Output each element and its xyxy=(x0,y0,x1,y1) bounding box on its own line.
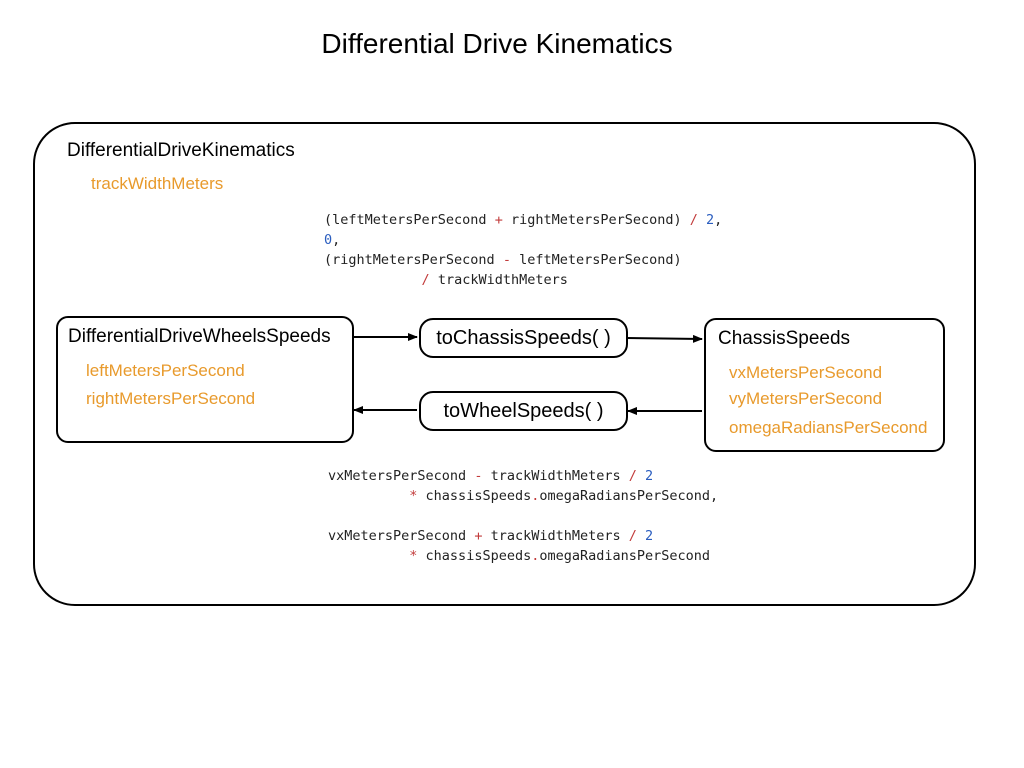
kinematics-container xyxy=(33,122,976,606)
formula-text: chassisSpeeds xyxy=(417,548,532,564)
operator: * xyxy=(409,488,418,504)
formula-text: chassisSpeeds xyxy=(417,488,532,504)
formula-indent xyxy=(328,488,409,504)
chassis-field-vy: vyMetersPerSecond xyxy=(729,389,883,408)
formula-text: vxMetersPerSecond xyxy=(328,468,475,484)
formula-text: (rightMetersPerSecond xyxy=(324,252,503,268)
number: 0 xyxy=(324,232,333,248)
formula-text: trackWidthMeters xyxy=(482,528,629,544)
container-class-name: DifferentialDriveKinematics xyxy=(67,140,295,161)
number: 2 xyxy=(697,212,715,228)
operator: / xyxy=(421,272,430,288)
formula-text: trackWidthMeters xyxy=(429,272,568,288)
wheel-field-left: leftMetersPerSecond xyxy=(86,361,245,380)
formula-text: omegaRadiansPerSecond, xyxy=(539,488,719,504)
formula-to-chassis: (leftMetersPerSecond + rightMetersPerSec… xyxy=(324,210,722,290)
operator: + xyxy=(494,212,503,228)
formula-text: vxMetersPerSecond xyxy=(328,528,475,544)
arrow-method-to-chassis xyxy=(625,334,703,343)
formula-text: leftMetersPerSecond) xyxy=(510,252,682,268)
operator: * xyxy=(409,548,418,564)
to-chassis-speeds-method: toChassisSpeeds( ) xyxy=(419,318,628,358)
chassis-field-vx: vxMetersPerSecond xyxy=(729,363,883,382)
number: 2 xyxy=(636,528,654,544)
wheel-field-right: rightMetersPerSecond xyxy=(86,389,256,408)
number: 2 xyxy=(636,468,654,484)
wheel-speeds-class-name: DifferentialDriveWheelsSpeeds xyxy=(68,326,331,347)
operator: . xyxy=(531,548,540,564)
formula-indent xyxy=(328,548,409,564)
operator: + xyxy=(474,528,483,544)
operator: . xyxy=(531,488,540,504)
formula-text: , xyxy=(714,212,723,228)
chassis-field-omega: omegaRadiansPerSecond xyxy=(729,418,928,437)
formula-text: , xyxy=(332,232,341,248)
diagram-title: Differential Drive Kinematics xyxy=(321,28,673,59)
formula-text: rightMetersPerSecond) xyxy=(502,212,690,228)
formula-text: omegaRadiansPerSecond xyxy=(539,548,711,564)
to-wheel-speeds-method: toWheelSpeeds( ) xyxy=(419,391,628,431)
container-field-track-width: trackWidthMeters xyxy=(91,174,224,193)
formula-to-wheels: vxMetersPerSecond - trackWidthMeters / 2… xyxy=(328,466,718,566)
formula-text: trackWidthMeters xyxy=(482,468,629,484)
operator: / xyxy=(689,212,698,228)
chassis-speeds-class-name: ChassisSpeeds xyxy=(718,328,851,349)
operator: - xyxy=(474,468,483,484)
formula-text: (leftMetersPerSecond xyxy=(324,212,495,228)
wheel-speeds-box xyxy=(56,316,354,443)
operator: / xyxy=(628,528,637,544)
chassis-speeds-box xyxy=(704,318,945,452)
operator: - xyxy=(502,252,511,268)
operator: / xyxy=(628,468,637,484)
